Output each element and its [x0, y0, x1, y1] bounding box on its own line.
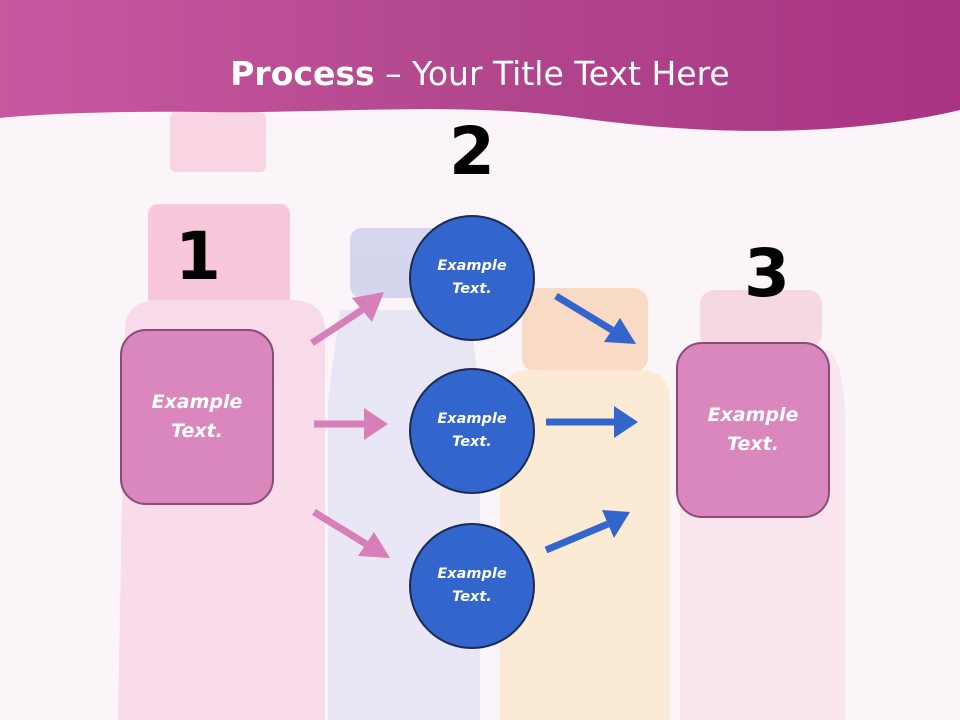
circle-bottom-line-1: Example — [437, 566, 507, 582]
slide-title: Process – Your Title Text Here — [0, 52, 960, 96]
step-2-circle-middle: Example Text. — [409, 368, 535, 494]
step-3-line-2: Text. — [727, 433, 779, 455]
circle-top-line-2: Text. — [452, 281, 492, 297]
step-2-circle-top: Example Text. — [409, 215, 535, 341]
circle-middle-line-1: Example — [437, 411, 507, 427]
title-bold: Process — [230, 54, 375, 93]
step-1-box: Example Text. — [120, 329, 274, 505]
arrow-1-to-2c — [312, 509, 390, 558]
arrow-2b-to-3 — [546, 406, 638, 438]
step-2-circle-bottom: Example Text. — [409, 523, 535, 649]
circle-middle-line-2: Text. — [452, 434, 492, 450]
arrow-1-to-2b — [314, 408, 388, 440]
arrow-2a-to-3 — [554, 293, 636, 344]
bottle-orange — [500, 288, 670, 720]
arrow-1-to-2a — [310, 292, 384, 346]
step-number-2: 2 — [449, 113, 495, 190]
step-1-line-1: Example — [151, 391, 243, 413]
title-rest: – Your Title Text Here — [374, 54, 730, 93]
step-1-line-2: Text. — [171, 420, 223, 442]
circle-top-line-1: Example — [437, 258, 507, 274]
circle-bottom-line-2: Text. — [452, 589, 492, 605]
arrow-2c-to-3 — [544, 510, 630, 554]
step-number-3: 3 — [744, 235, 790, 312]
step-3-line-1: Example — [707, 404, 799, 426]
header-banner — [0, 0, 960, 131]
step-number-1: 1 — [175, 218, 221, 295]
step-3-box: Example Text. — [676, 342, 830, 518]
